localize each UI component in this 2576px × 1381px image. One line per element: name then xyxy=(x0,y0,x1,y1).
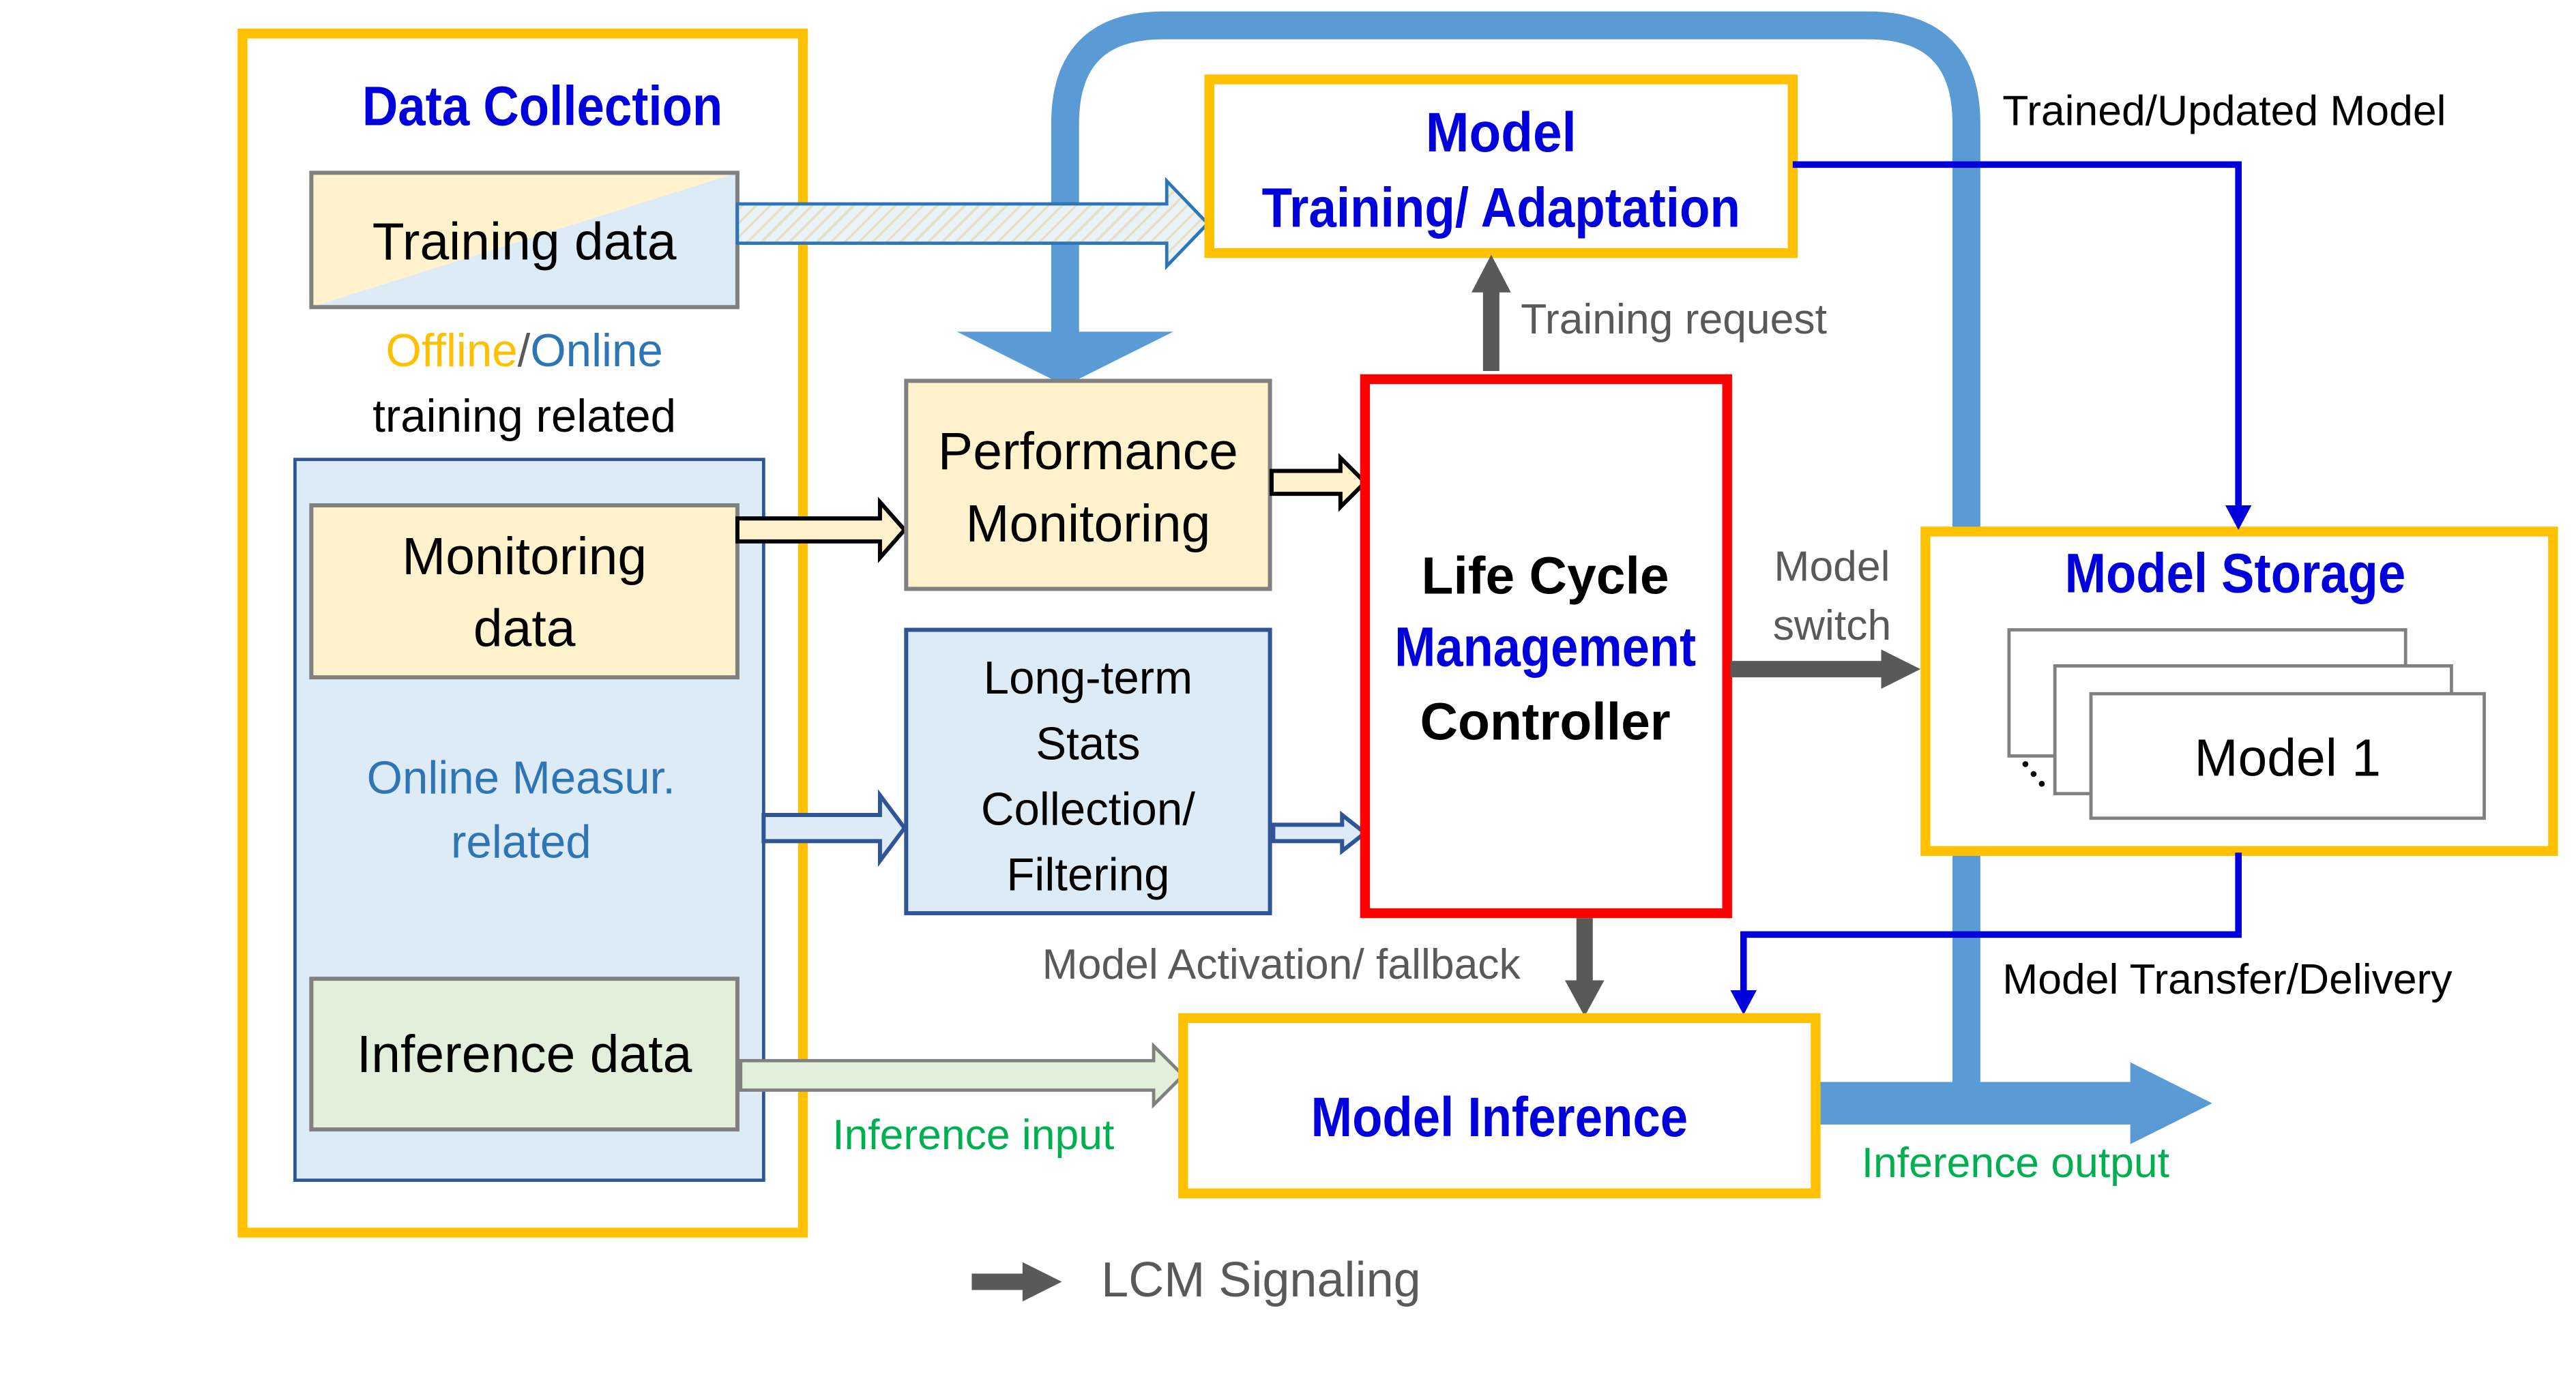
inference-output-label: Inference output xyxy=(1862,1139,2169,1187)
lcm-controller-box xyxy=(1360,374,1732,919)
model-inference-title: Model Inference xyxy=(1311,1086,1688,1148)
online-measur-arrow xyxy=(761,789,907,867)
feedback-band xyxy=(1051,11,1980,1090)
model-switch-line1: Model xyxy=(1774,542,1890,590)
model-switch-line2: switch xyxy=(1773,602,1891,649)
monitoring-data-arrow xyxy=(735,496,907,563)
trained-updated-label: Trained/Updated Model xyxy=(2002,87,2446,135)
slash-text: / xyxy=(518,325,531,376)
online-measur-line2: related xyxy=(451,816,591,867)
perf-to-lcm-arrow xyxy=(1269,453,1368,512)
model-activation-head xyxy=(1564,980,1605,1017)
more-models-ellipsis-icon xyxy=(2022,761,2045,787)
long-term-line4: Filtering xyxy=(1006,849,1169,900)
model-transfer-arrow xyxy=(1740,852,2242,997)
model-training-box xyxy=(1204,74,1798,258)
inference-input-label: Inference input xyxy=(832,1111,1114,1159)
model-switch-head xyxy=(1881,649,1921,689)
model-activation-label: Model Activation/ fallback xyxy=(1042,940,1521,988)
inference-data-label: Inference data xyxy=(357,1025,692,1084)
long-term-stats-box xyxy=(904,627,1272,916)
model-inference-box xyxy=(1178,1013,1821,1199)
long-term-line3: Collection/ xyxy=(981,784,1195,835)
model-training-line2: Training/ Adaptation xyxy=(1262,177,1740,239)
legend-arrow-head xyxy=(1022,1262,1062,1302)
offline-text: Offline xyxy=(386,325,518,376)
training-data-arrow xyxy=(735,177,1210,271)
stats-to-lcm-arrow xyxy=(1271,810,1368,855)
training-request-label: Training request xyxy=(1521,295,1827,343)
model-card-front xyxy=(2089,692,2486,820)
model-transfer-arrowhead xyxy=(1730,990,1757,1015)
lcm-line2: Management xyxy=(1394,616,1696,678)
model-1-label: Model 1 xyxy=(2195,728,2381,787)
trained-model-arrowhead xyxy=(2225,505,2252,531)
feedback-band-arrowhead xyxy=(956,331,1173,386)
trained-model-arrow xyxy=(1792,161,2242,512)
model-storage-title: Model Storage xyxy=(2065,542,2406,604)
model-switch-shaft xyxy=(1730,661,1885,678)
long-term-line2: Stats xyxy=(1036,718,1140,769)
online-measur-line1: Online Measur. xyxy=(367,753,675,804)
monitoring-data-box xyxy=(309,503,740,680)
inference-data-box xyxy=(309,977,740,1132)
monitoring-data-line2: data xyxy=(473,599,576,658)
inference-output-band xyxy=(1815,1082,2143,1125)
lcm-line3: Controller xyxy=(1420,692,1671,751)
training-data-label: Training data xyxy=(372,213,677,271)
inference-output-arrowhead xyxy=(2130,1062,2212,1144)
model-activation-shaft xyxy=(1576,918,1593,984)
offline-online-label: Offline/Online xyxy=(386,325,663,376)
monitoring-data-line1: Monitoring xyxy=(402,527,647,586)
performance-monitoring-box xyxy=(904,378,1272,591)
legend-lcm-signaling: LCM Signaling xyxy=(1101,1253,1421,1307)
performance-monitoring-line2: Monitoring xyxy=(966,494,1211,553)
performance-monitoring-line1: Performance xyxy=(938,422,1238,481)
model-transfer-label: Model Transfer/Delivery xyxy=(2002,955,2453,1003)
lcm-line1: Life Cycle xyxy=(1422,547,1669,606)
model-training-line1: Model xyxy=(1426,102,1577,164)
data-collection-title: Data Collection xyxy=(362,76,722,138)
training-request-shaft xyxy=(1482,287,1499,372)
training-related-label: training related xyxy=(372,391,676,442)
inference-input-arrow xyxy=(739,1041,1186,1109)
online-text: Online xyxy=(530,325,662,376)
legend-arrow-shaft xyxy=(971,1273,1028,1290)
data-collection-box xyxy=(237,28,808,1238)
long-term-line1: Long-term xyxy=(984,653,1193,704)
training-data-box xyxy=(309,170,740,310)
training-request-head xyxy=(1472,254,1511,293)
